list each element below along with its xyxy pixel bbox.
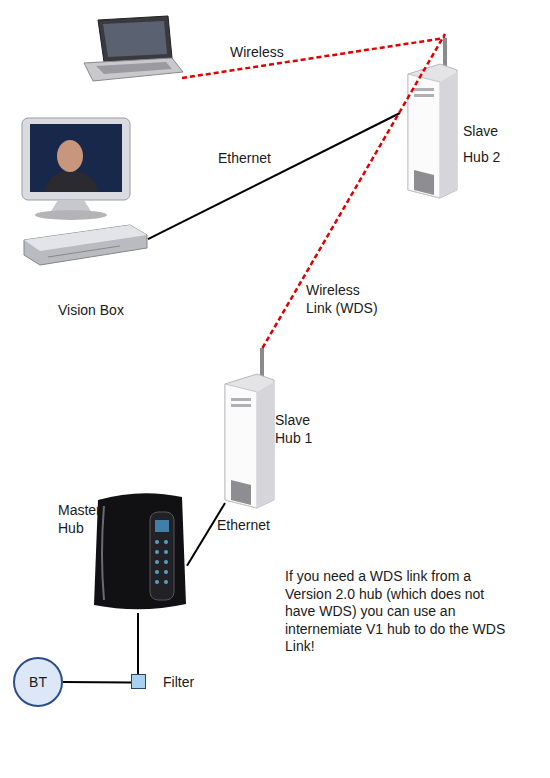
laptop-illustration-part bbox=[98, 16, 172, 62]
wireless-link-line bbox=[182, 38, 445, 78]
laptop-illustration-part bbox=[103, 21, 167, 57]
tv-monitor-illustration bbox=[22, 118, 130, 220]
node-label: BT bbox=[15, 673, 61, 691]
node-label: Vision Box bbox=[58, 301, 148, 319]
master-hub-illustration bbox=[94, 493, 186, 609]
hub-illustration-part bbox=[408, 38, 457, 198]
node-label: Slave Hub 2 bbox=[463, 118, 513, 170]
note-text: If you need a WDS link from a Version 2.… bbox=[285, 568, 517, 656]
master-hub-illustration-part bbox=[155, 540, 159, 544]
master-hub-illustration-part bbox=[150, 512, 174, 600]
vision-box-illustration-part bbox=[24, 225, 147, 251]
master-hub-illustration-part bbox=[155, 580, 159, 584]
hub-node: Master Hub bbox=[55, 495, 187, 613]
tv-monitor-illustration-part bbox=[35, 210, 107, 220]
edge-label: Ethernet bbox=[217, 516, 297, 534]
node-label: Filter bbox=[163, 673, 213, 691]
master-hub-illustration-part bbox=[155, 570, 159, 574]
ethernet-cable bbox=[148, 113, 400, 239]
laptop-illustration-part bbox=[84, 58, 183, 81]
connector-layer bbox=[63, 34, 445, 683]
master-hub-illustration-part bbox=[164, 550, 168, 554]
laptop-illustration-part bbox=[96, 62, 172, 74]
hub-illustration-part bbox=[225, 348, 274, 508]
master-hub-illustration-part bbox=[164, 570, 168, 574]
illustration bbox=[22, 16, 457, 609]
vision-box-illustration-part bbox=[24, 225, 147, 265]
filter-node: Filter bbox=[131, 674, 191, 691]
tv-monitor-illustration-part bbox=[57, 140, 83, 172]
vision-box-illustration-part bbox=[48, 246, 120, 257]
master-hub-illustration-part bbox=[102, 506, 104, 600]
filter-square bbox=[131, 674, 146, 689]
hub-illustration bbox=[408, 38, 457, 198]
hub-node: Slave Hub 1 bbox=[218, 348, 328, 503]
hub-node: Slave Hub 2 bbox=[400, 34, 515, 200]
device-node: Vision Box bbox=[18, 118, 148, 320]
master-hub-illustration-part bbox=[155, 520, 169, 532]
link-label: Wireless bbox=[230, 43, 310, 61]
tv-monitor-illustration-part bbox=[30, 124, 122, 192]
master-hub-illustration-part bbox=[164, 540, 168, 544]
edge-label: Wireless Link (WDS) bbox=[306, 281, 388, 317]
ethernet-cable bbox=[187, 503, 225, 566]
phone-cable bbox=[137, 613, 139, 674]
bt-circle: BT bbox=[13, 657, 63, 707]
tv-monitor-illustration-part bbox=[44, 170, 98, 192]
node-label: Slave Hub 1 bbox=[275, 411, 325, 447]
hub-illustration bbox=[225, 348, 274, 508]
laptop-illustration bbox=[84, 16, 183, 81]
wireless-link bbox=[262, 34, 445, 348]
edge-label: Ethernet bbox=[218, 149, 298, 167]
node-label: Master Hub bbox=[58, 501, 108, 537]
master-hub-illustration-part bbox=[164, 580, 168, 584]
master-hub-illustration-part bbox=[155, 560, 159, 564]
tv-monitor-illustration-part bbox=[22, 118, 130, 200]
master-hub-illustration-part bbox=[94, 493, 186, 609]
phone-cable bbox=[63, 681, 131, 684]
vision-box-illustration bbox=[24, 225, 147, 265]
master-hub-illustration-part bbox=[155, 550, 159, 554]
master-hub-illustration-part bbox=[164, 560, 168, 564]
